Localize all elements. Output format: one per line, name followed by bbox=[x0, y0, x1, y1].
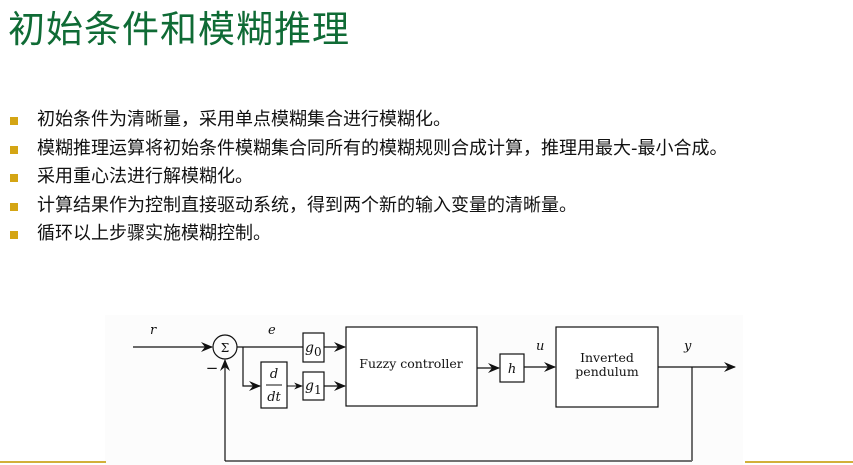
bullet-text: 计算结果作为控制直接驱动系统，得到两个新的输入变量的清晰量。 bbox=[37, 194, 577, 216]
footer-rule-right bbox=[745, 461, 853, 463]
fuzzy-controller-block bbox=[345, 326, 478, 407]
g1-subscript: 1 bbox=[314, 383, 322, 397]
gain-h-label: h bbox=[508, 362, 516, 377]
gain-h-block bbox=[499, 353, 525, 383]
square-bullet-icon bbox=[10, 174, 18, 183]
bullet-text: 采用重心法进行解模糊化。 bbox=[37, 166, 253, 188]
g0-base: g bbox=[305, 340, 314, 356]
g1-base: g bbox=[305, 378, 314, 394]
plant-label-line2: pendulum bbox=[575, 364, 639, 379]
bullet-text: 模糊推理运算将初始条件模糊集合同所有的模糊规则合成计算，推理用最大-最小合成。 bbox=[37, 137, 728, 159]
bullet-list: 初始条件为清晰量，采用单点模糊集合进行模糊化。 模糊推理运算将初始条件模糊集合同… bbox=[8, 106, 728, 249]
bullet-item: 采用重心法进行解模糊化。 bbox=[8, 163, 728, 192]
plant-label-line1: Inverted bbox=[580, 350, 634, 365]
deriv-denominator: dt bbox=[267, 390, 281, 405]
gain-g0-label: g0 bbox=[305, 340, 322, 359]
fuzzy-controller-label: Fuzzy controller bbox=[359, 356, 462, 371]
bullet-item: 模糊推理运算将初始条件模糊集合同所有的模糊规则合成计算，推理用最大-最小合成。 bbox=[8, 135, 728, 164]
square-bullet-icon bbox=[10, 231, 18, 240]
bullet-item: 计算结果作为控制直接驱动系统，得到两个新的输入变量的清晰量。 bbox=[8, 192, 728, 221]
bullet-item: 循环以上步骤实施模糊控制。 bbox=[8, 220, 728, 249]
gain-g1-label: g1 bbox=[305, 378, 322, 397]
deriv-numerator: d bbox=[270, 367, 278, 382]
sum-symbol: Σ bbox=[221, 341, 229, 355]
label-u: u bbox=[536, 339, 544, 354]
footer-rule-left bbox=[0, 461, 106, 463]
label-e: e bbox=[268, 323, 276, 338]
bullet-text: 循环以上步骤实施模糊控制。 bbox=[37, 223, 271, 245]
label-y: y bbox=[683, 339, 692, 354]
minus-sign: − bbox=[206, 359, 219, 377]
label-r: r bbox=[150, 323, 157, 338]
bullet-text: 初始条件为清晰量，采用单点模糊集合进行模糊化。 bbox=[37, 109, 451, 130]
slide-title: 初始条件和模糊推理 bbox=[8, 8, 350, 51]
square-bullet-icon bbox=[10, 117, 18, 125]
derivative-branch-line bbox=[242, 347, 261, 391]
square-bullet-icon bbox=[10, 145, 18, 154]
bullet-item: 初始条件为清晰量，采用单点模糊集合进行模糊化。 bbox=[8, 106, 728, 135]
inverted-pendulum-block bbox=[555, 326, 659, 408]
g0-subscript: 0 bbox=[314, 345, 322, 359]
square-bullet-icon bbox=[10, 202, 18, 211]
